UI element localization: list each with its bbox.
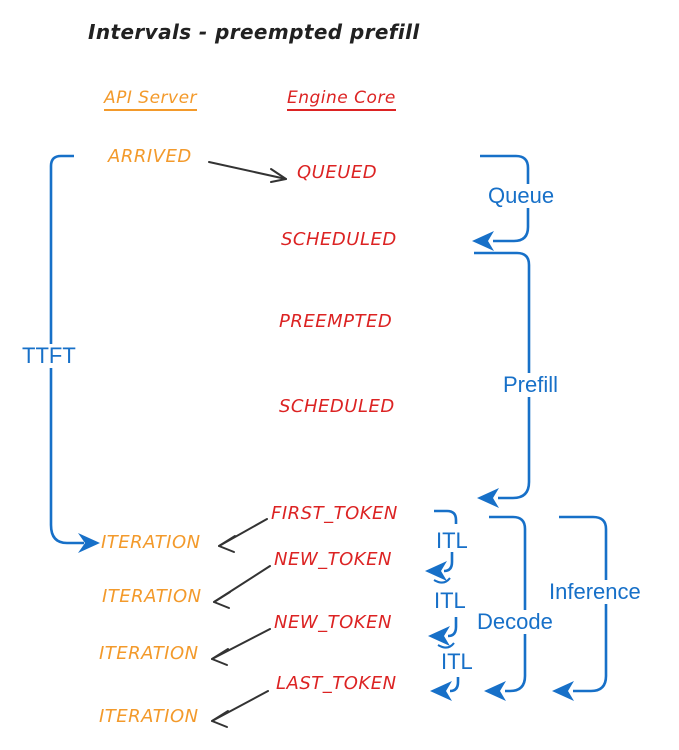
event-last-token: LAST_TOKEN — [276, 673, 397, 694]
itl-return-arrow-1 — [425, 552, 454, 584]
event-scheduled-1: SCHEDULED — [281, 229, 397, 250]
itl-arrowhead-icon — [428, 626, 450, 646]
event-preempted: PREEMPTED — [279, 311, 393, 332]
interval-label-prefill: Prefill — [500, 373, 562, 397]
column-header-api-server: API Server — [104, 90, 198, 111]
event-scheduled-2: SCHEDULED — [279, 396, 395, 417]
interval-label-inference: Inference — [546, 580, 644, 604]
event-iteration-1: ITERATION — [101, 532, 201, 553]
itl-return-arrow-2 — [428, 617, 458, 649]
column-header-engine-core: Engine Core — [287, 90, 396, 111]
event-new-token-1: NEW_TOKEN — [274, 549, 392, 570]
arrow-last-token-to-iteration — [211, 690, 269, 728]
arrow-arrived-to-queued — [208, 161, 287, 183]
interval-label-itl-3: ITL — [441, 649, 473, 674]
ttft-arrowhead-icon — [78, 533, 100, 553]
itl-arrowhead-icon — [425, 561, 447, 581]
itl-return-arrow-3 — [430, 677, 460, 701]
decode-bracket — [484, 515, 527, 701]
event-first-token: FIRST_TOKEN — [271, 503, 398, 524]
inference-arrowhead-icon — [552, 681, 574, 701]
interval-label-itl-1: ITL — [436, 528, 468, 553]
queue-arrowhead-icon — [472, 231, 494, 251]
event-new-token-2: NEW_TOKEN — [274, 612, 392, 633]
interval-label-itl-2: ITL — [434, 588, 466, 613]
itl-arrowhead-icon — [430, 681, 452, 701]
event-iteration-4: ITERATION — [99, 706, 199, 727]
arrow-first-token-to-iteration — [218, 518, 268, 553]
interval-label-queue: Queue — [485, 184, 558, 208]
interval-label-ttft: TTFT — [19, 344, 79, 368]
arrow-new-token1-to-iteration — [213, 565, 271, 609]
decode-arrowhead-icon — [484, 681, 506, 701]
itl-top-hook — [434, 509, 458, 524]
arrow-new-token2-to-iteration — [211, 628, 271, 666]
event-iteration-3: ITERATION — [99, 643, 199, 664]
event-arrived: ARRIVED — [108, 146, 192, 167]
event-iteration-2: ITERATION — [102, 586, 202, 607]
inference-bracket — [552, 515, 608, 701]
page-title: Intervals - preempted prefill — [88, 20, 420, 44]
event-queued: QUEUED — [297, 162, 378, 183]
prefill-arrowhead-icon — [477, 488, 499, 508]
interval-label-decode: Decode — [474, 610, 556, 634]
